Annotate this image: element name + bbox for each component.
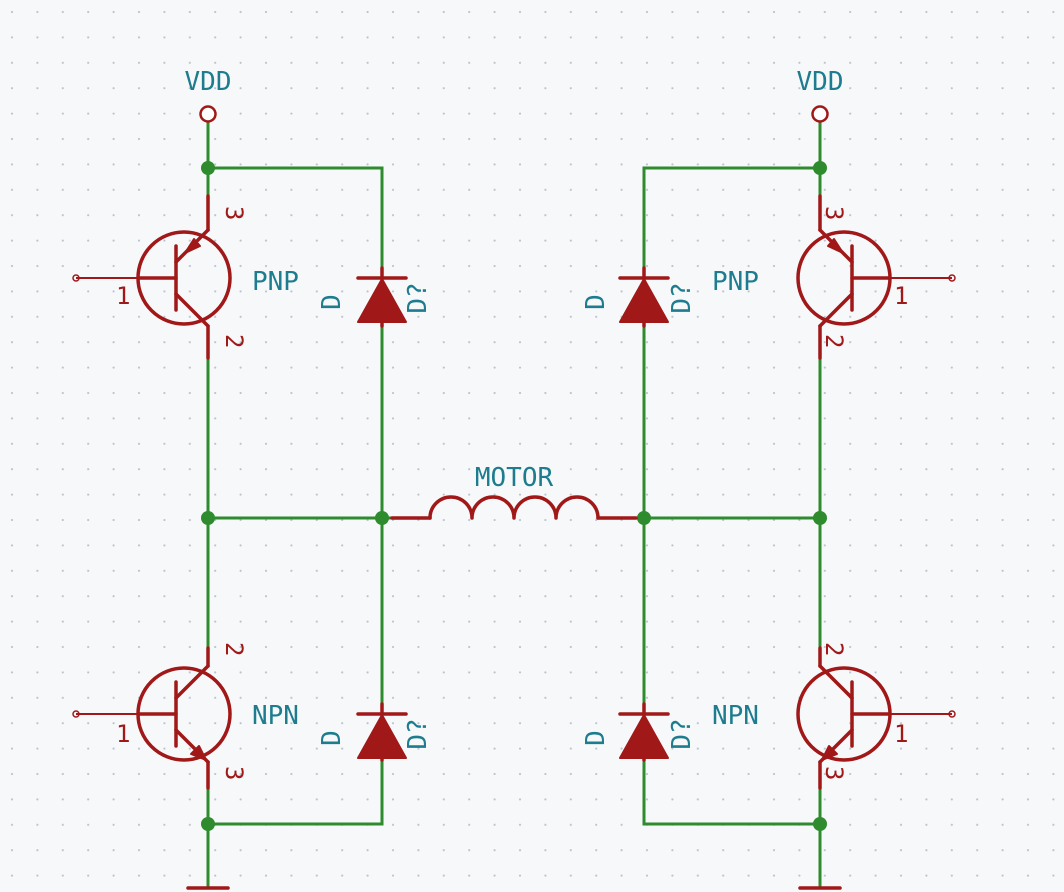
power-vdd-left[interactable]: VDD (185, 67, 232, 123)
junction-dot (637, 511, 651, 525)
junction-dot (813, 817, 827, 831)
diode-ref-label: D? (403, 718, 433, 749)
pin-number-top: 2 (820, 642, 848, 656)
pin-number-bottom: 3 (220, 766, 248, 780)
pin-number-bottom: 2 (820, 334, 848, 348)
diode-value-label: D (581, 730, 611, 746)
transistor-type-label: PNP (252, 267, 299, 297)
junction-dot (201, 161, 215, 175)
junction-dot (375, 511, 389, 525)
diode-top-left[interactable]: D D? (317, 266, 433, 328)
power-vdd-left-label: VDD (185, 67, 232, 97)
junction-dot (201, 511, 215, 525)
transistor-type-label: NPN (712, 701, 759, 731)
collector-line (174, 292, 210, 328)
emitter-arrow-icon (190, 745, 207, 761)
pin-number-base: 1 (116, 720, 130, 748)
diode-value-label: D (581, 294, 611, 310)
pin-number-base: 1 (894, 282, 908, 310)
diode-ref-label: D? (403, 282, 433, 313)
pin-end-icon (948, 710, 956, 718)
pin-end-icon (72, 274, 80, 282)
collector-line (818, 664, 854, 700)
diode-value-label: D (317, 730, 347, 746)
transistor-bottom-left-npn[interactable]: 1 2 3 NPN (72, 642, 299, 790)
power-pin-icon (811, 105, 829, 123)
pin-number-top: 3 (820, 206, 848, 220)
pin-number-bottom: 2 (220, 334, 248, 348)
diode-ref-label: D? (667, 282, 697, 313)
transistor-body-icon (796, 666, 892, 762)
pin-number-base: 1 (116, 282, 130, 310)
junctions (201, 161, 827, 831)
diode-bottom-left[interactable]: D D? (317, 702, 433, 762)
diode-top-right[interactable]: D D? (581, 266, 697, 328)
diode-value-label: D (317, 294, 347, 310)
transistor-type-label: NPN (252, 701, 299, 731)
emitter-arrow-icon (827, 238, 844, 254)
transistor-body-icon (136, 230, 232, 326)
transistor-body-icon (136, 666, 232, 762)
transistor-type-label: PNP (712, 267, 759, 297)
pin-end-icon (948, 274, 956, 282)
power-vdd-right[interactable]: VDD (797, 67, 844, 123)
collector-line (174, 664, 210, 700)
motor-label: MOTOR (475, 463, 554, 493)
diode-bottom-right[interactable]: D D? (581, 702, 697, 762)
junction-dot (201, 817, 215, 831)
transistor-body-icon (796, 230, 892, 326)
pin-number-top: 3 (220, 206, 248, 220)
power-pin-icon (199, 105, 217, 123)
pin-number-top: 2 (220, 642, 248, 656)
emitter-arrow-icon (821, 745, 838, 761)
junction-dot (813, 511, 827, 525)
transistor-top-right-pnp[interactable]: 1 3 2 PNP (712, 194, 956, 360)
pin-end-icon (72, 710, 80, 718)
motor-inductor[interactable]: MOTOR (390, 463, 638, 520)
diode-ref-label: D? (667, 718, 697, 749)
inductor-coil-icon (428, 495, 600, 520)
pin-number-base: 1 (894, 720, 908, 748)
collector-line (818, 292, 854, 328)
transistor-top-left-pnp[interactable]: 1 3 2 PNP (72, 194, 299, 360)
emitter-arrow-icon (184, 238, 201, 254)
transistor-bottom-right-npn[interactable]: 1 2 3 NPN (712, 642, 956, 790)
junction-dot (813, 161, 827, 175)
power-vdd-right-label: VDD (797, 67, 844, 97)
pin-number-bottom: 3 (820, 766, 848, 780)
